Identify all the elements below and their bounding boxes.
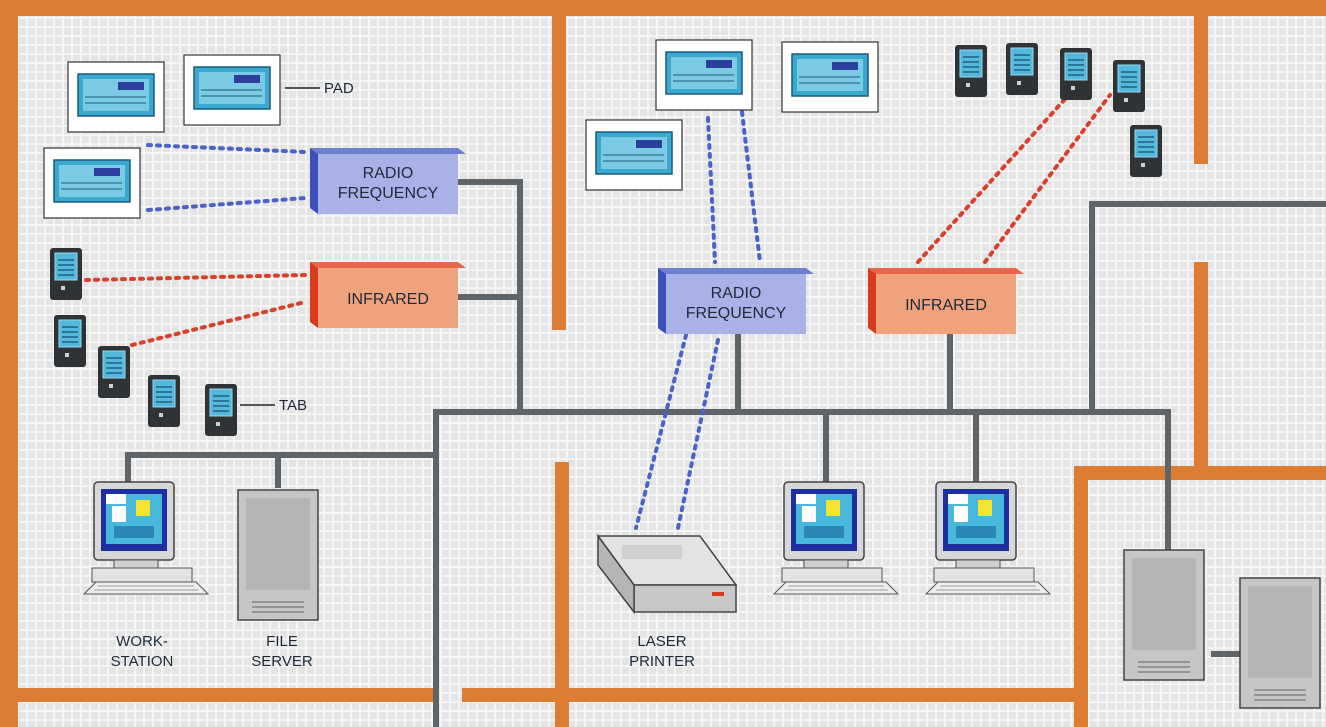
file-server-icon	[1239, 577, 1321, 709]
tab-label: TAB	[279, 397, 307, 414]
tab-device-icon	[49, 247, 83, 301]
pad-device-icon	[585, 119, 683, 191]
pad-device-icon	[67, 61, 165, 133]
radio-frequency-box-left	[310, 148, 466, 214]
laser-printer-icon	[596, 533, 738, 615]
workstation-label-line1: WORK-	[116, 633, 168, 650]
radio-waves	[146, 110, 762, 530]
pad-device-icon	[43, 147, 141, 219]
radio-frequency-box-center	[658, 268, 814, 334]
tab-device-icon	[1129, 124, 1163, 178]
rf-center-label-line1: RADIO	[711, 285, 762, 302]
pad-label: PAD	[324, 80, 354, 97]
infrared-box-left	[310, 262, 466, 328]
fileserver-label-line1: FILE	[266, 633, 298, 650]
tab-device-icon	[204, 383, 238, 437]
printer-label-line1: LASER	[637, 633, 686, 650]
infrared-box-right	[868, 268, 1024, 334]
tab-device-icon	[1059, 47, 1093, 101]
workstation-label-line2: STATION	[111, 653, 174, 670]
rf-center-label-line2: FREQUENCY	[686, 305, 787, 322]
tab-device-icon	[97, 345, 131, 399]
tab-device-icon	[954, 44, 988, 98]
infrared-waves	[84, 86, 1112, 347]
file-server-icon	[1123, 549, 1205, 681]
fileserver-label-line2: SERVER	[251, 653, 313, 670]
rf-left-label-line1: RADIO	[363, 165, 414, 182]
pad-device-icon	[655, 39, 753, 111]
rf-left-label-line2: FREQUENCY	[338, 185, 439, 202]
file-server-icon	[237, 489, 319, 621]
tab-device-icon	[147, 374, 181, 428]
ir-left-label: INFRARED	[347, 291, 429, 308]
network-cables	[125, 179, 1326, 727]
printer-label-line2: PRINTER	[629, 653, 695, 670]
ir-right-label: INFRARED	[905, 297, 987, 314]
pad-device-icon	[183, 54, 281, 126]
tab-device-icon	[53, 314, 87, 368]
tab-device-icon	[1005, 42, 1039, 96]
tab-device-icon	[1112, 59, 1146, 113]
pad-device-icon	[781, 41, 879, 113]
